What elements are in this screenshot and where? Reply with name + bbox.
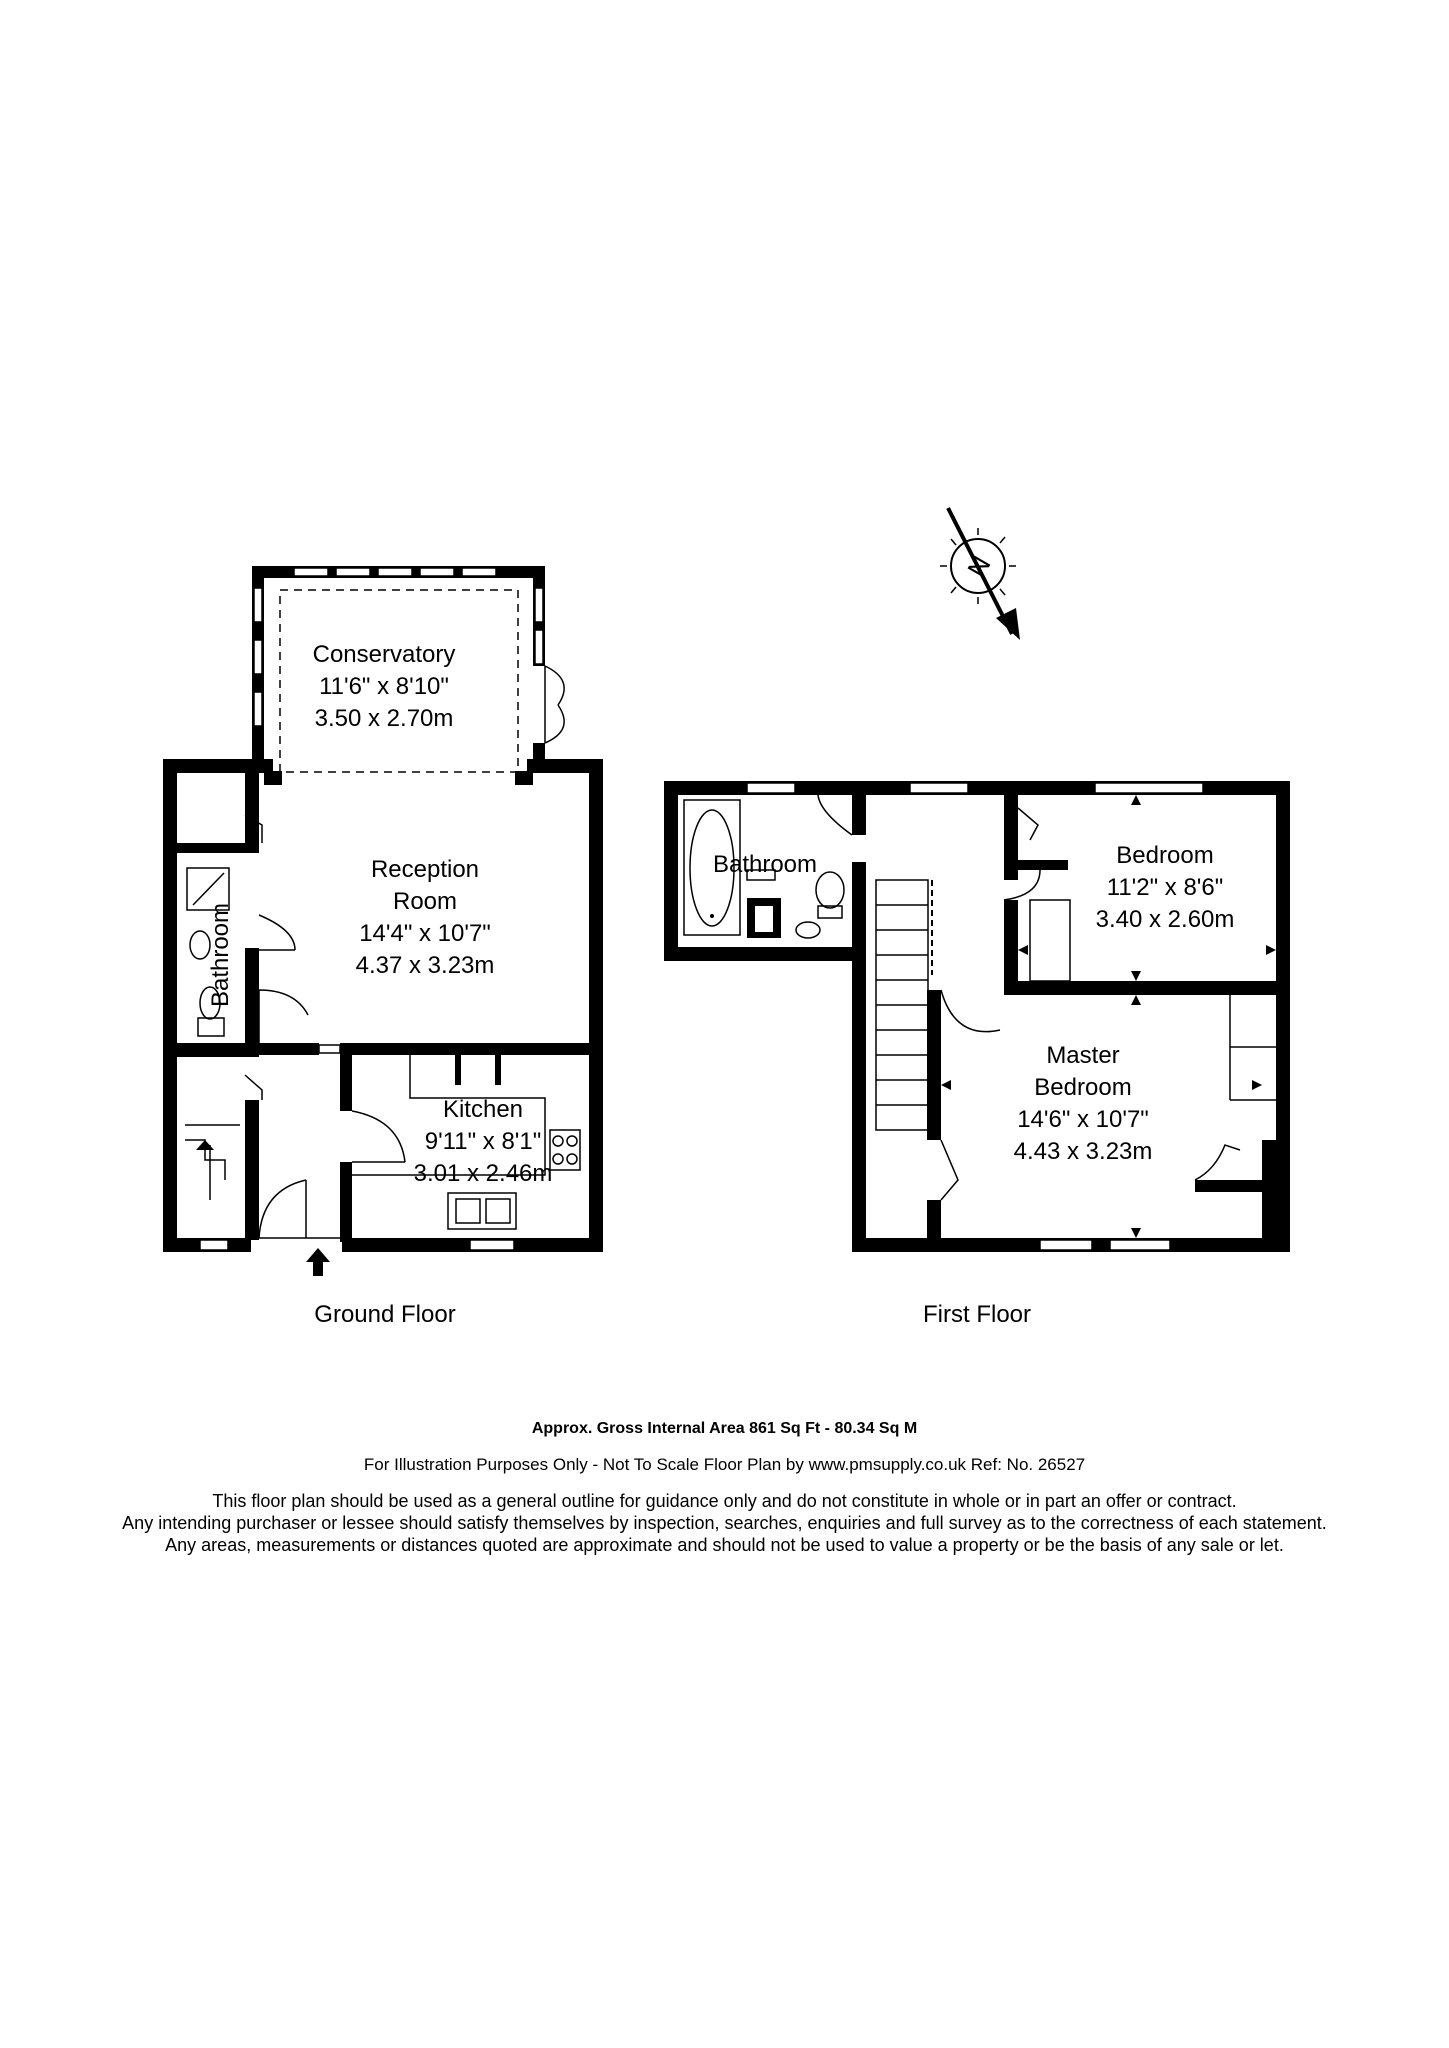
kitchen-imperial: 9'11" x 8'1" <box>425 1128 542 1155</box>
reception-metric: 4.37 x 3.23m <box>356 952 495 979</box>
bedroom-imperial: 11'2" x 8'6" <box>1107 874 1224 901</box>
gross-area: Approx. Gross Internal Area 861 Sq Ft - … <box>531 1420 918 1437</box>
reception-name-line1: Reception <box>371 856 479 883</box>
bedroom-name: Bedroom <box>1116 842 1213 869</box>
first-floor-plan <box>664 781 1290 1252</box>
kitchen-metric: 3.01 x 2.46m <box>414 1160 553 1187</box>
master-bedroom-name-line1: Master <box>1046 1042 1119 1069</box>
compass-icon: N <box>940 507 1020 640</box>
conservatory-metric: 3.50 x 2.70m <box>315 705 454 732</box>
reception-imperial: 14'4" x 10'7" <box>359 920 491 947</box>
ground-bathroom-name: Bathroom <box>207 903 234 1007</box>
ground-floor-label: Ground Floor <box>314 1301 455 1328</box>
conservatory-name: Conservatory <box>313 641 456 668</box>
master-bedroom-imperial: 14'6" x 10'7" <box>1017 1106 1149 1133</box>
master-bedroom-name-line2: Bedroom <box>1034 1074 1131 1101</box>
first-floor-label: First Floor <box>923 1301 1031 1328</box>
bedroom-metric: 3.40 x 2.60m <box>1096 906 1235 933</box>
first-bathroom-name: Bathroom <box>713 851 817 878</box>
disclaimer-line-2: Any intending purchaser or lessee should… <box>122 1513 1327 1533</box>
disclaimer-line-3: Any areas, measurements or distances quo… <box>165 1535 1284 1555</box>
illustration-note: For Illustration Purposes Only - Not To … <box>363 1455 1086 1474</box>
reception-name-line2: Room <box>393 888 457 915</box>
disclaimer-line-1: This floor plan should be used as a gene… <box>212 1491 1237 1511</box>
kitchen-name: Kitchen <box>443 1096 523 1123</box>
conservatory-imperial: 11'6" x 8'10" <box>319 673 449 700</box>
ground-floor-plan <box>163 566 603 1276</box>
master-bedroom-metric: 4.43 x 3.23m <box>1014 1138 1153 1165</box>
